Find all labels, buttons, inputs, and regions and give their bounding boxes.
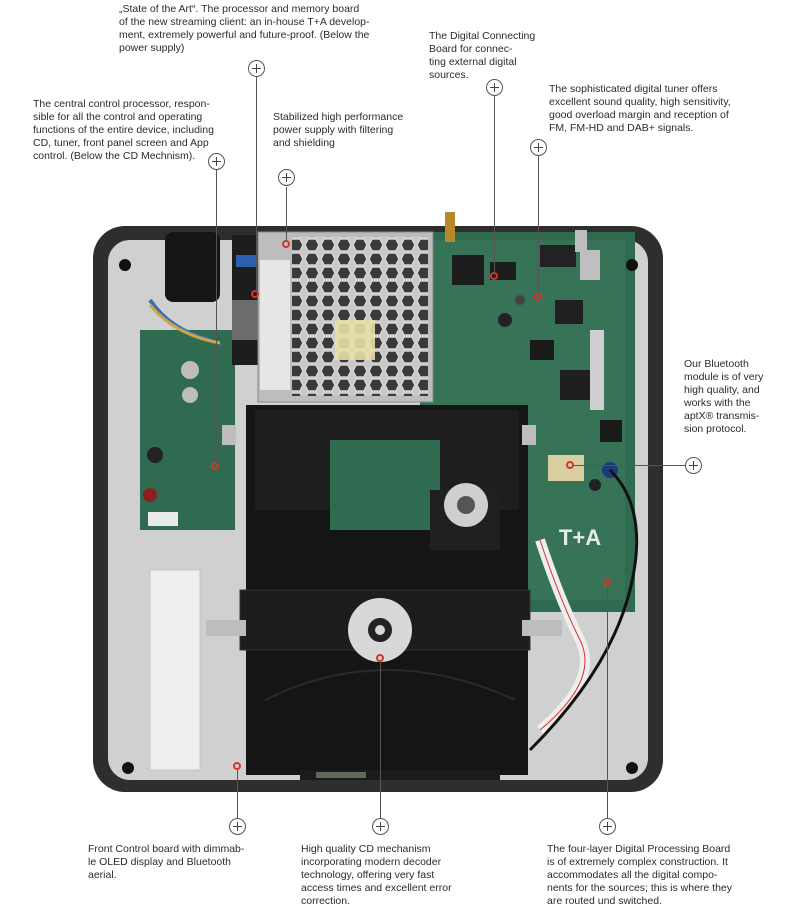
callout-front-control: Front Control board with dimmab- le OLED…	[88, 843, 245, 881]
mains-transformer	[165, 232, 220, 302]
plus-marker-digital-connecting[interactable]	[486, 79, 503, 96]
highlight-digital-processing	[603, 578, 611, 586]
highlight-tuner	[534, 293, 542, 301]
callout-processor-board: „State of the Art“. The processor and me…	[119, 3, 370, 54]
board-brand-logo: T+A	[559, 525, 601, 550]
highlight-bluetooth	[566, 461, 574, 469]
leader-line-cd-mechanism	[380, 662, 381, 818]
highlight-processor-board	[251, 290, 259, 298]
plus-marker-power-supply[interactable]	[278, 169, 295, 186]
callout-tuner: The sophisticated digital tuner offers e…	[549, 83, 731, 134]
plus-marker-central-processor[interactable]	[208, 153, 225, 170]
highlight-digital-connecting	[490, 272, 498, 280]
leader-line-bluetooth	[574, 465, 685, 466]
callout-cd-mechanism: High quality CD mechanism incorporating …	[301, 843, 452, 907]
highlight-cd-mechanism	[376, 654, 384, 662]
leader-line-digital-connecting	[494, 96, 495, 273]
callout-power-supply: Stabilized high performance power supply…	[273, 111, 404, 149]
ribbon-cable-left	[149, 569, 201, 771]
highlight-front-control	[233, 762, 241, 770]
leader-line-tuner	[538, 156, 539, 294]
leader-line-front-control	[237, 770, 238, 818]
callout-central-processor: The central control processor, respon- s…	[33, 98, 214, 162]
plus-marker-bluetooth[interactable]	[685, 457, 702, 474]
leader-line-processor	[256, 77, 257, 291]
leader-line-central-processor	[216, 169, 217, 463]
callout-bluetooth: Our Bluetooth module is of very high qua…	[684, 358, 764, 435]
plus-marker-processor[interactable]	[248, 60, 265, 77]
highlight-power-supply	[282, 240, 290, 248]
plus-marker-digital-processing[interactable]	[599, 818, 616, 835]
callout-digital-processing: The four-layer Digital Processing Board …	[547, 843, 733, 907]
plus-marker-tuner[interactable]	[530, 139, 547, 156]
leader-line-digital-processing	[607, 586, 608, 818]
callout-digital-connecting-board: The Digital Connecting Board for connec-…	[429, 30, 536, 81]
highlight-central-processor	[211, 462, 219, 470]
plus-marker-front-control[interactable]	[229, 818, 246, 835]
plus-marker-cd-mechanism[interactable]	[372, 818, 389, 835]
leader-line-power-supply	[286, 187, 287, 241]
